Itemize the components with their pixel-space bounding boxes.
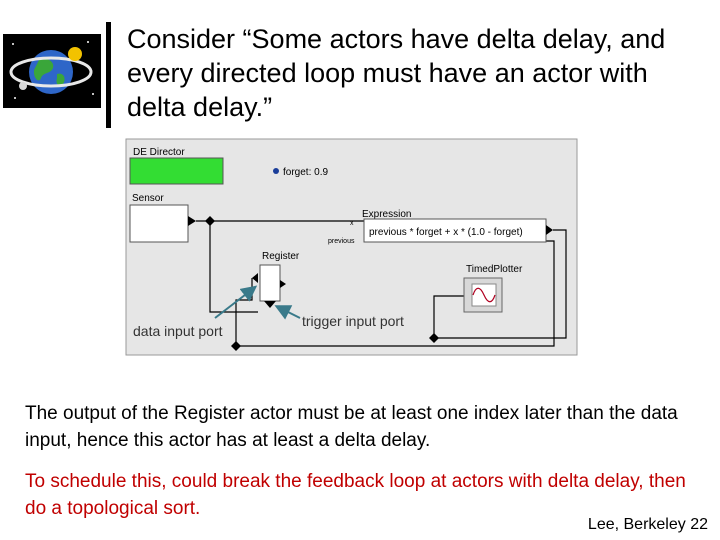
register-actor[interactable] — [259, 264, 281, 302]
parameter-label[interactable]: forget: 0.9 — [283, 167, 328, 178]
sine-wave-icon — [472, 287, 496, 303]
data-callout-arrow — [214, 285, 258, 319]
schedule-paragraph: To schedule this, could break the feedba… — [25, 471, 686, 519]
relation-diamond-1 — [205, 216, 215, 226]
relation-diamond-2 — [231, 341, 241, 351]
data-input-port-callout: data input port — [133, 323, 223, 339]
explanation-paragraph: The output of the Register actor must be… — [25, 403, 678, 451]
register-label: Register — [262, 251, 300, 262]
sensor-output-port[interactable] — [188, 216, 196, 226]
de-director-block[interactable] — [129, 157, 224, 185]
register-output-port[interactable] — [280, 280, 286, 288]
register-data-input-port[interactable] — [252, 273, 258, 283]
expression-text: previous * forget + x * (1.0 - forget) — [369, 227, 523, 238]
director-label: DE Director — [133, 147, 185, 158]
relation-diamond-3 — [429, 333, 439, 343]
expression-output-port[interactable] — [546, 225, 553, 235]
title-accent-bar — [106, 22, 111, 128]
trigger-callout-arrow — [274, 305, 301, 320]
trigger-input-port-callout: trigger input port — [302, 313, 404, 329]
port-x-label: x — [350, 220, 354, 227]
slide-footer: Lee, Berkeley 22 — [587, 516, 708, 533]
plotter-label: TimedPlotter — [466, 264, 523, 275]
register-trigger-port[interactable] — [264, 301, 276, 308]
sensor-label: Sensor — [132, 193, 164, 204]
parameter-dot-icon — [273, 168, 279, 174]
globe-logo-icon — [3, 34, 101, 108]
port-previous-label: previous — [328, 238, 355, 245]
sensor-actor[interactable] — [129, 204, 189, 243]
expression-label: Expression — [362, 209, 411, 220]
slide-title: Consider “Some actors have delta delay, … — [127, 24, 666, 122]
